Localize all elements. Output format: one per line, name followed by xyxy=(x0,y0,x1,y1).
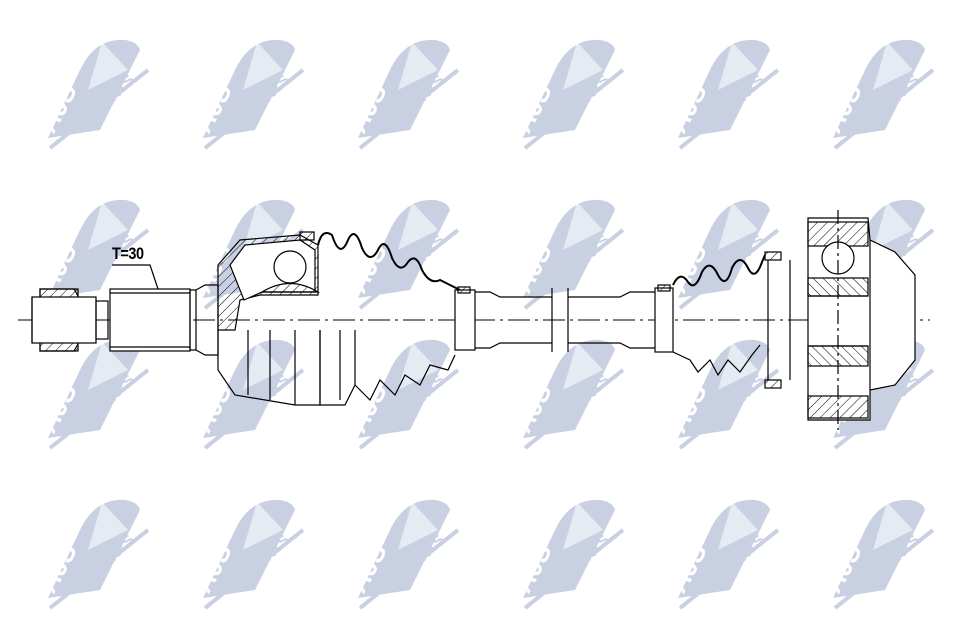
outer-cv-joint xyxy=(217,234,321,406)
inner-boot xyxy=(654,251,791,389)
ajs-parts-watermark: AJSPARTS xyxy=(342,30,460,150)
ajs-parts-watermark: AJSPARTS xyxy=(662,490,780,610)
ajs-parts-watermark: AJSPARTS xyxy=(507,490,625,610)
ajs-parts-watermark: AJSPARTS xyxy=(32,30,150,150)
ajs-parts-watermark: AJSPARTS xyxy=(507,190,625,310)
ajs-parts-watermark: AJSPARTS xyxy=(342,330,460,450)
dimension-label: T=30 xyxy=(112,244,144,263)
ajs-parts-watermark: AJSPARTS xyxy=(342,190,460,310)
ajs-parts-watermark: AJSPARTS xyxy=(817,490,935,610)
ajs-parts-watermark: AJSPARTS xyxy=(507,330,625,450)
ajs-parts-watermark: AJSPARTS xyxy=(187,490,305,610)
ajs-parts-watermark: AJSPARTS xyxy=(187,30,305,150)
ajs-parts-watermark: AJSPARTS xyxy=(662,30,780,150)
outer-boot xyxy=(299,231,461,406)
inner-tripod-joint xyxy=(807,210,916,430)
shaft xyxy=(454,286,655,352)
ajs-parts-watermark: AJSPARTS xyxy=(817,30,935,150)
threaded-stub-end xyxy=(31,264,219,356)
ajs-parts-watermark: AJSPARTS xyxy=(662,330,780,450)
ajs-parts-watermark: AJSPARTS xyxy=(32,490,150,610)
ajs-parts-watermark: AJSPARTS xyxy=(507,30,625,150)
ajs-parts-watermark: AJSPARTS xyxy=(32,330,150,450)
ajs-parts-watermark: AJSPARTS xyxy=(342,490,460,610)
